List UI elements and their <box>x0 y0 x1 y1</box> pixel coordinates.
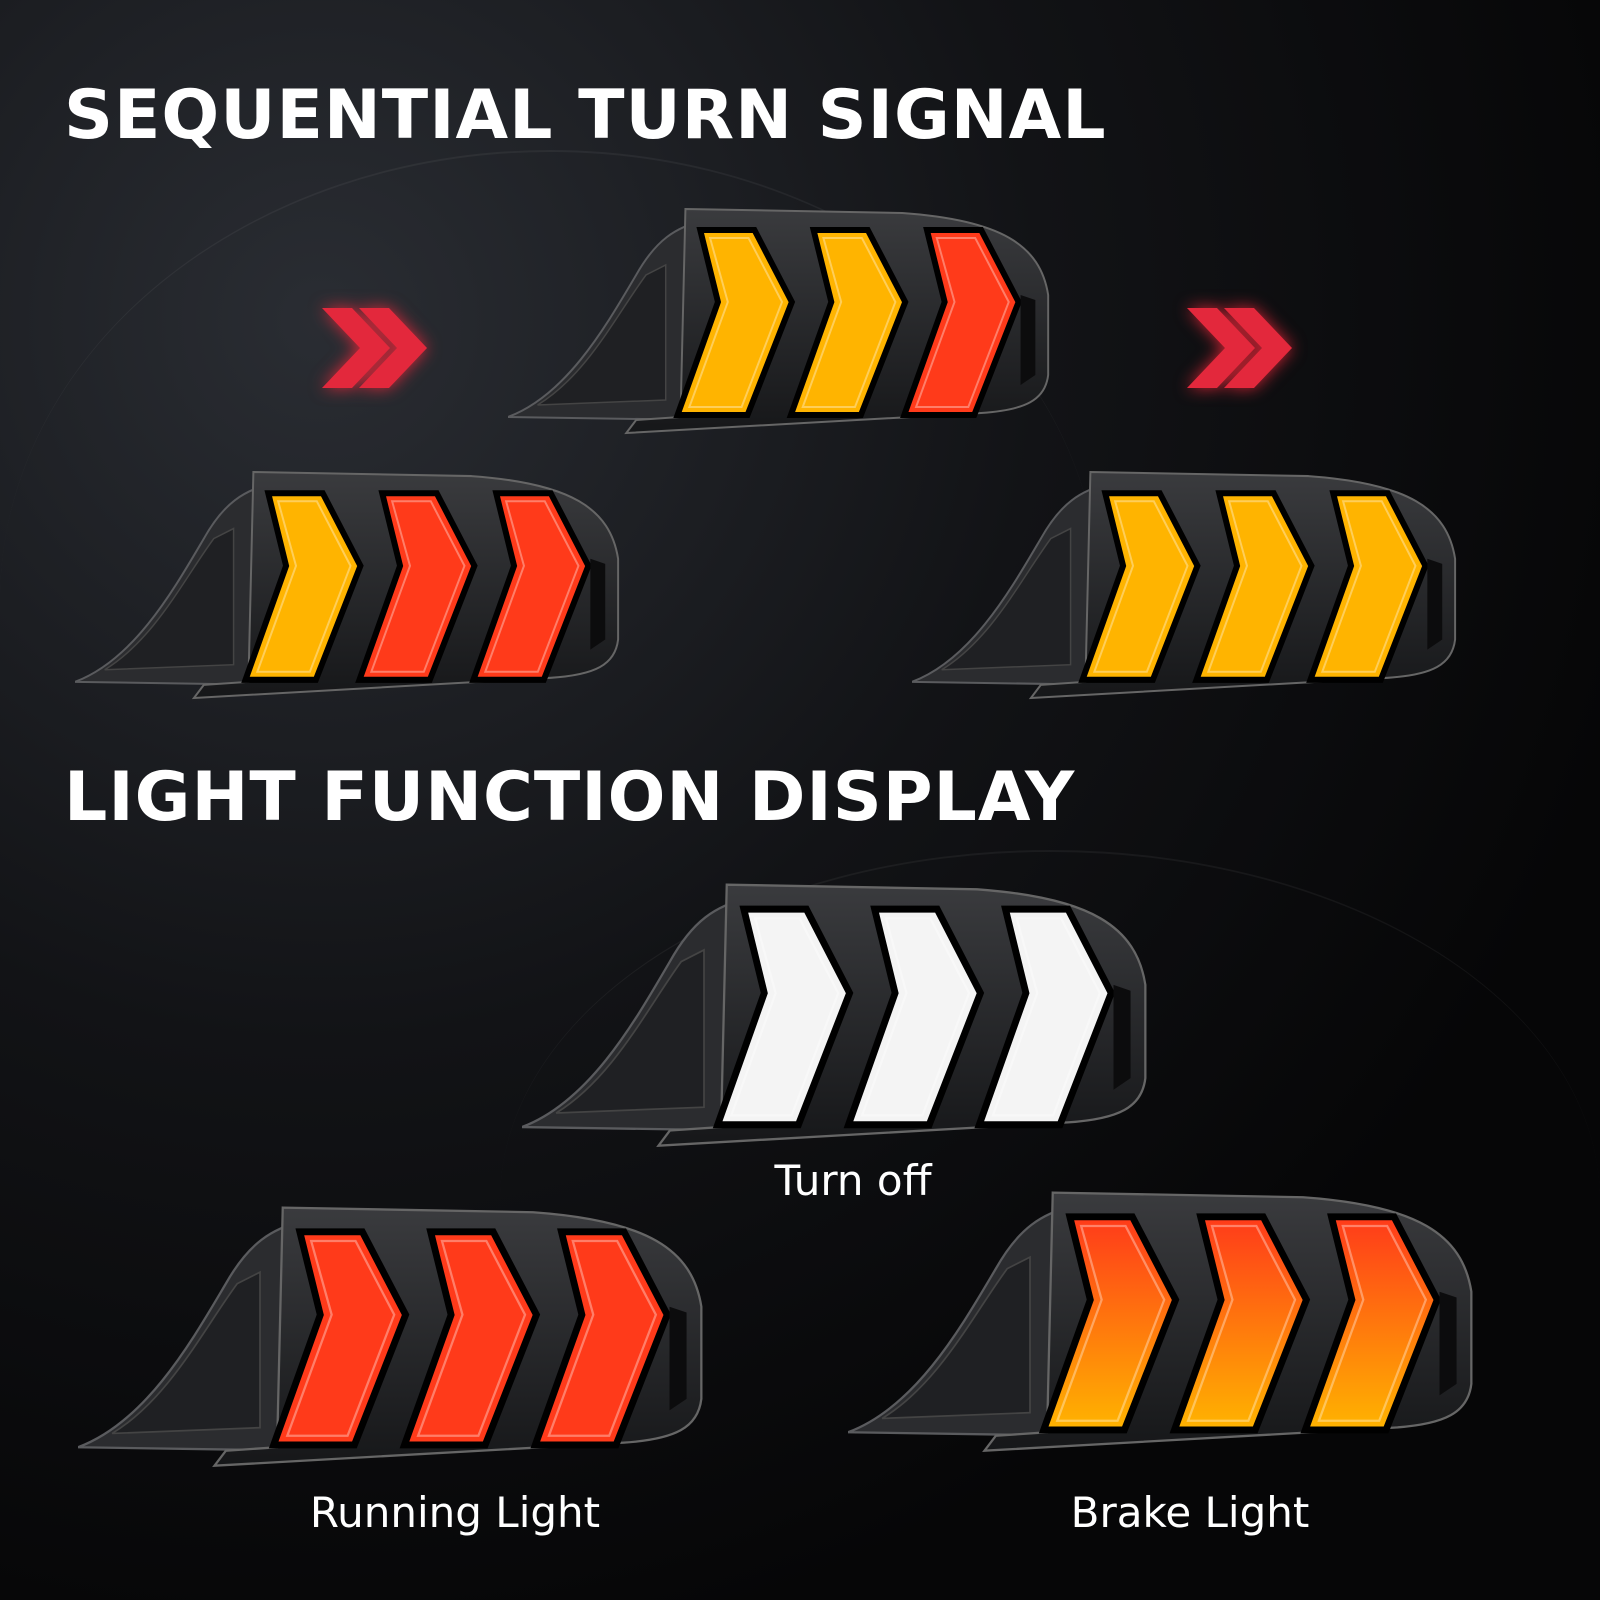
tail-light-sequence-step-1 <box>508 205 1060 435</box>
turn-off-label: Turn off <box>774 1156 932 1205</box>
brake-light-label: Brake Light <box>1070 1488 1310 1537</box>
chevron-lens <box>843 905 985 1129</box>
tail-light-brake <box>848 1188 1485 1453</box>
chevron-lens <box>712 905 854 1129</box>
chevron-lens <box>900 227 1022 418</box>
chevron-lens <box>1192 490 1315 683</box>
tail-light-turn-off <box>522 880 1159 1148</box>
tail-light-running <box>78 1203 715 1468</box>
chevron-lens <box>974 905 1115 1129</box>
background-swoosh <box>500 850 1600 1550</box>
chevron-lens <box>1038 1213 1180 1434</box>
chevron-lens <box>673 227 796 418</box>
sequential-turn-signal-title: SEQUENTIAL TURN SIGNAL <box>64 76 1107 155</box>
chevron-lens <box>1169 1213 1311 1434</box>
chevron-lens <box>1300 1213 1441 1434</box>
chevron-lens <box>399 1228 541 1449</box>
background-swoosh <box>0 150 1100 1050</box>
chevron-lens <box>268 1228 410 1449</box>
chevron-lens <box>1078 490 1201 683</box>
chevron-lens <box>355 490 478 683</box>
chevron-lens <box>530 1228 671 1449</box>
chevron-lens <box>241 490 364 683</box>
tail-light-sequence-step-2 <box>75 468 630 700</box>
double-chevron-right-icon <box>322 308 427 388</box>
double-chevron-right-icon <box>1187 308 1292 388</box>
tail-light-sequence-step-3 <box>912 468 1467 700</box>
chevron-lens <box>469 490 592 683</box>
light-function-display-title: LIGHT FUNCTION DISPLAY <box>64 758 1076 837</box>
running-light-label: Running Light <box>309 1488 601 1537</box>
chevron-lens <box>786 227 909 418</box>
chevron-lens <box>1306 490 1429 683</box>
